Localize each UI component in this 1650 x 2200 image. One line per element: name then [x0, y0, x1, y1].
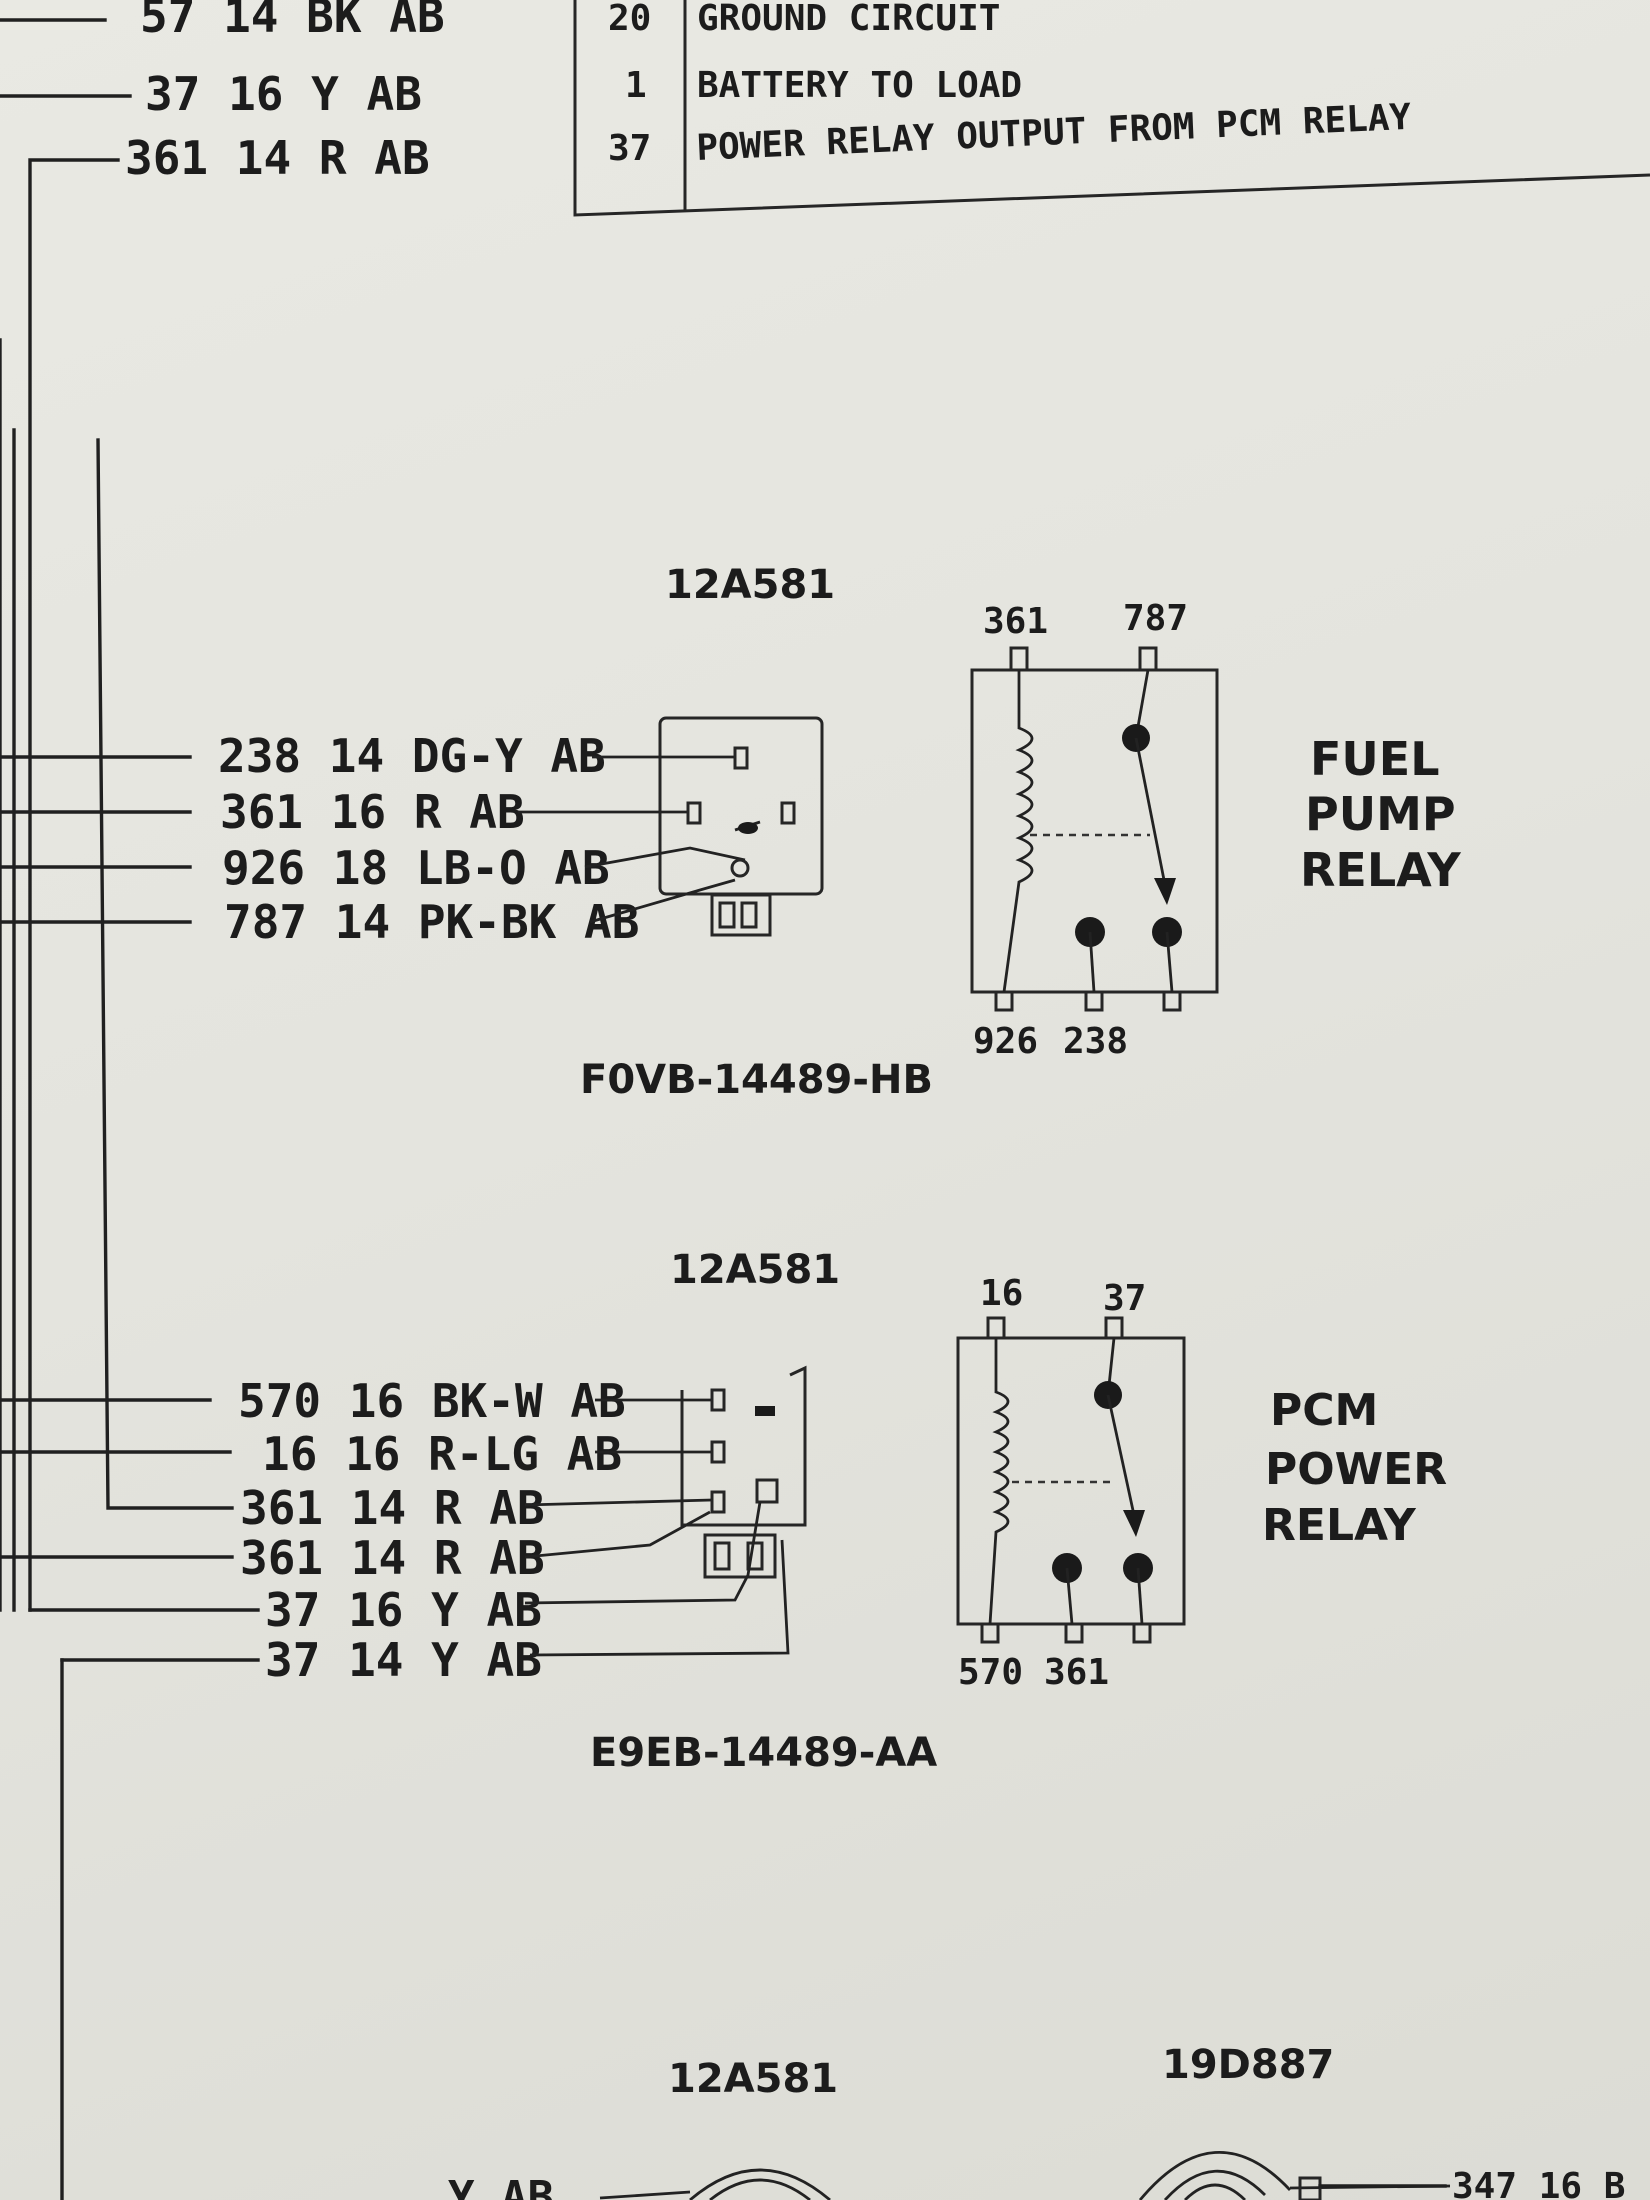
- pin-label: 37: [1103, 1278, 1146, 1319]
- connector-id: 12A581: [670, 1247, 840, 1293]
- wire-label: 37 16 Y AB: [265, 1583, 542, 1637]
- connector-id: 12A581: [668, 2056, 838, 2102]
- legend-desc: POWER RELAY OUTPUT FROM PCM RELAY: [696, 97, 1413, 169]
- relay-title-line: PUMP: [1305, 787, 1456, 841]
- wire-label: 570 16 BK-W AB: [238, 1374, 626, 1428]
- legend-num: 20: [608, 0, 651, 39]
- legend-num: 1: [625, 65, 647, 106]
- pin-label: 787: [1123, 598, 1188, 639]
- wire-label: 787 14 PK-BK AB: [224, 895, 639, 949]
- wire-label: Y AB: [448, 2172, 554, 2200]
- pcm-power-relay-block: 12A581 570 16 BK-W AB 16 16 R-LG AB 361 …: [0, 438, 1447, 1776]
- part-number: F0VB-14489-HB: [580, 1057, 933, 1103]
- connector-id: 12A581: [665, 562, 835, 608]
- wire-label: 926 18 LB-O AB: [222, 841, 610, 895]
- wire-label: 37 14 Y AB: [265, 1633, 542, 1687]
- top-wire-label: 361 14 R AB: [125, 131, 430, 185]
- legend-num: 37: [608, 128, 651, 169]
- wire-label: 361 16 R AB: [220, 785, 525, 839]
- wire-label: 16 16 R-LG AB: [262, 1427, 622, 1481]
- relay-title-line: RELAY: [1300, 843, 1461, 897]
- relay-title-line: RELAY: [1262, 1500, 1417, 1551]
- bottom-connectors: 12A581 19D887 Y AB 347 16 B: [448, 2042, 1625, 2200]
- part-number: E9EB-14489-AA: [590, 1730, 937, 1776]
- pin-label: 361: [1044, 1652, 1109, 1693]
- connector-face: [680, 1365, 807, 1527]
- relay-coil: [988, 1338, 1010, 1625]
- relay-coil: [1002, 670, 1034, 993]
- pin-label: 16: [980, 1273, 1023, 1314]
- pin-label: 570: [958, 1652, 1023, 1693]
- connector-id: 19D887: [1162, 2042, 1334, 2088]
- wire-label: 361 14 R AB: [240, 1531, 545, 1585]
- legend-desc: GROUND CIRCUIT: [697, 0, 1000, 39]
- legend-table: 20 GROUND CIRCUIT 1 BATTERY TO LOAD 37 P…: [573, 0, 1650, 217]
- relay-title-line: FUEL: [1310, 732, 1440, 786]
- pin-label: 926: [973, 1021, 1038, 1062]
- top-wire-label: 57 14 BK AB: [140, 0, 445, 43]
- connector-face: [658, 716, 824, 896]
- pin-label: 361: [983, 601, 1048, 642]
- pin-label: 238: [1063, 1021, 1128, 1062]
- fuel-pump-relay-block: 12A581 238 14 DG-Y AB 361 16 R AB 926 18…: [0, 562, 1461, 1103]
- relay-title-line: POWER: [1265, 1444, 1447, 1495]
- legend-desc: BATTERY TO LOAD: [697, 65, 1022, 106]
- wire-label: 361 14 R AB: [240, 1481, 545, 1535]
- wire-line-361: [28, 158, 120, 1612]
- wire-label: 238 14 DG-Y AB: [218, 729, 606, 783]
- relay-title-line: PCM: [1270, 1385, 1378, 1436]
- top-wire-label: 37 16 Y AB: [145, 67, 422, 121]
- wire-label: 347 16 B: [1452, 2166, 1625, 2200]
